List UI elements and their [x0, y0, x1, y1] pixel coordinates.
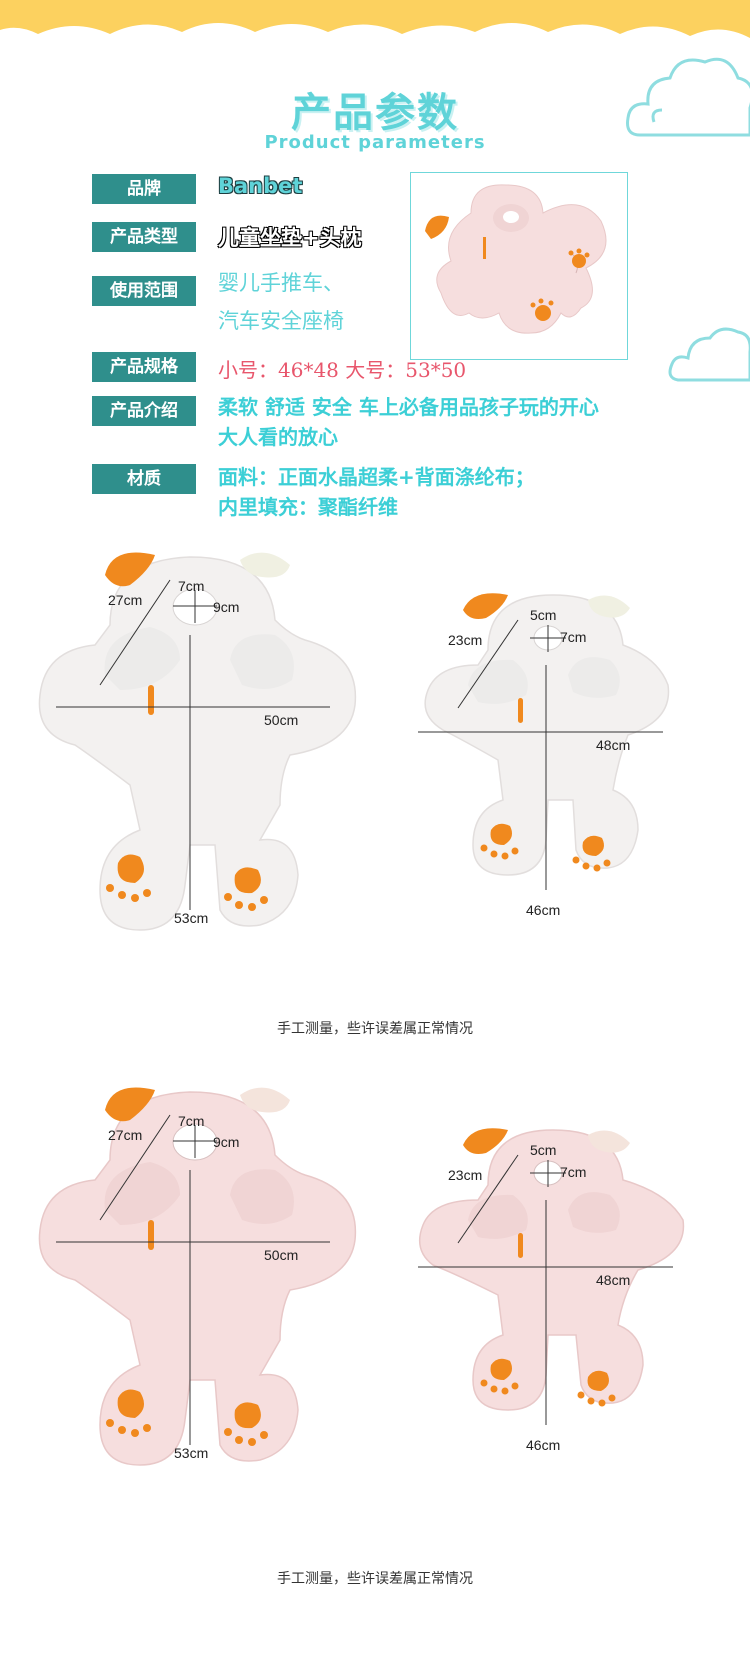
usage-range-line-1: 婴儿手推车、 — [218, 271, 344, 295]
ear-left-icon — [105, 1087, 155, 1122]
small-hole-width-label: 5cm — [530, 1142, 556, 1158]
usage-range-line-2: 汽车安全座椅 — [218, 309, 344, 333]
paw-right-icon — [224, 867, 268, 911]
paw-left-icon — [480, 1358, 519, 1395]
material-line-1: 面料：正面水晶超柔+背面涤纶布； — [218, 465, 535, 489]
ear-right-icon — [588, 595, 630, 618]
small-height-label: 46cm — [526, 1437, 560, 1453]
material-line-2: 内里填充：聚酯纤维 — [218, 495, 398, 519]
diagram-small-white: 23cm 5cm 7cm 48cm 46cm — [418, 593, 670, 918]
product-type-label: 产品类型 — [92, 222, 196, 252]
paw-left-icon — [106, 1389, 151, 1437]
ear-left-icon — [463, 593, 508, 619]
large-head-height-label: 27cm — [108, 1127, 142, 1143]
cushion-body — [424, 594, 670, 876]
large-height-label: 53cm — [174, 1445, 208, 1461]
paw-right-icon — [224, 1402, 268, 1446]
large-hole-width-label: 7cm — [178, 1113, 204, 1129]
large-hole-width-label: 7cm — [178, 578, 204, 594]
small-width-label: 48cm — [596, 1272, 630, 1288]
paw-left-icon — [106, 854, 151, 902]
ear-left-icon — [463, 1128, 508, 1154]
measurement-note-1: 手工测量，些许误差属正常情况 — [277, 1021, 473, 1037]
material-label: 材质 — [92, 464, 196, 494]
ear-right-icon — [588, 1130, 630, 1153]
intro-label: 产品介绍 — [92, 396, 196, 426]
large-head-height-label: 27cm — [108, 592, 142, 608]
paw-right-icon — [572, 835, 611, 872]
paw-right-icon — [577, 1370, 616, 1407]
cushion-body — [418, 1129, 685, 1411]
usage-range-label: 使用范围 — [92, 276, 196, 306]
measurement-note-2: 手工测量，些许误差属正常情况 — [277, 1571, 473, 1587]
product-photo-frame — [410, 172, 628, 360]
small-hole-height-label: 7cm — [560, 629, 586, 645]
small-hole-width-label: 5cm — [530, 607, 556, 623]
page-subtitle: Product parameters — [264, 132, 486, 153]
cushion-body — [38, 1091, 357, 1466]
diagram-large-pink: 27cm 7cm 9cm 50cm 53cm — [38, 1087, 357, 1466]
spec-label: 产品规格 — [92, 352, 196, 382]
diagram-large-white: 27cm 7cm 9cm 50cm 53cm — [38, 552, 357, 931]
large-hole-height-label: 9cm — [213, 1134, 239, 1150]
cushion-body — [38, 556, 357, 931]
ear-right-icon — [240, 552, 290, 578]
brand-label: 品牌 — [92, 174, 196, 204]
page-title: 产品参数 — [291, 90, 459, 136]
diagram-small-pink: 23cm 5cm 7cm 48cm 46cm — [418, 1128, 685, 1453]
large-width-label: 50cm — [264, 712, 298, 728]
large-width-label: 50cm — [264, 1247, 298, 1263]
brand-value: Banbet — [218, 174, 303, 198]
large-height-label: 53cm — [174, 910, 208, 926]
small-width-label: 48cm — [596, 737, 630, 753]
small-height-label: 46cm — [526, 902, 560, 918]
product-photo — [425, 184, 607, 334]
small-head-height-label: 23cm — [448, 632, 482, 648]
intro-line-2: 大人看的放心 — [218, 425, 338, 449]
large-hole-height-label: 9cm — [213, 599, 239, 615]
cloud-decoration-mid — [668, 327, 750, 382]
ear-right-icon — [240, 1087, 290, 1113]
paw-left-icon — [480, 823, 519, 860]
intro-line-1: 柔软 舒适 安全 车上必备用品孩子玩的开心 — [218, 395, 599, 419]
top-banner — [0, 0, 750, 38]
spec-value: 小号：46*48 大号：53*50 — [218, 358, 467, 382]
ear-left-icon — [105, 552, 155, 587]
small-head-height-label: 23cm — [448, 1167, 482, 1183]
small-hole-height-label: 7cm — [560, 1164, 586, 1180]
cloud-decoration-top — [626, 57, 750, 137]
product-type-value: 儿童坐垫+头枕 — [218, 226, 362, 250]
